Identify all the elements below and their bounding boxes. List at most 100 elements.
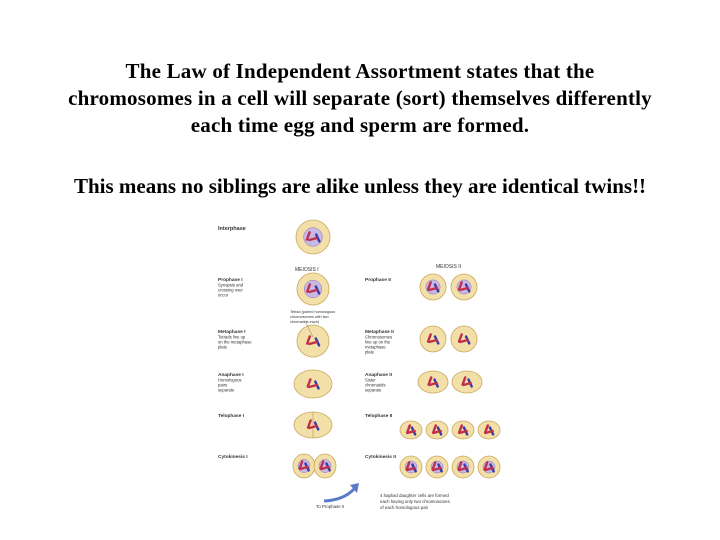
chromosome-icon [306, 378, 312, 388]
twins-note: This means no siblings are alike unless … [73, 174, 647, 198]
chromosome-icon [308, 340, 318, 346]
chromosome-icon [405, 424, 411, 434]
chromosome-icon [457, 461, 463, 471]
statement-line-1: The Law of Independent Assortment states… [125, 59, 595, 83]
meiosis-1-stage-label-1: Metaphase I [218, 329, 246, 335]
meiosis-1-stage-detail-1-2: plate [218, 345, 228, 350]
cytokinesis-2-cell-2 [451, 455, 475, 479]
return-arrow-icon [323, 487, 356, 503]
anaphase-2-cell-a [417, 370, 449, 394]
interphase-cell [295, 219, 331, 255]
cytokinesis-1-cell-b [313, 453, 337, 479]
meiosis-1-stage-label-0: Prophase I [218, 277, 243, 283]
metaphase-2-cell-b [450, 325, 478, 353]
chromosome-icon [427, 376, 433, 386]
arrow-head-icon [350, 483, 359, 493]
chromosome-icon [431, 424, 437, 434]
meiosis-2-stage-detail-1-2: metaphase [365, 345, 386, 350]
law-statement: The Law of Independent Assortment states… [0, 58, 720, 139]
chromosome-icon [308, 288, 318, 294]
svg-text:chromatids each): chromatids each) [290, 320, 320, 324]
chromosome-icon [431, 461, 437, 471]
chromosome-icon [306, 335, 312, 345]
chromosome-icon [483, 424, 489, 434]
prophase-2-cell-b [450, 273, 478, 301]
meiosis-1-stage-detail-1-0: Tetrads line up [218, 335, 246, 340]
chromosome-icon [428, 381, 438, 387]
svg-text:of each homologous pair: of each homologous pair [380, 505, 429, 510]
meiosis-1-stage-detail-0-1: crossing over [218, 288, 244, 293]
to-prophase-label: To Prophase II [316, 504, 344, 509]
chromosome-icon [457, 424, 463, 434]
chromosome-icon [319, 460, 325, 470]
telophase-2-cell-3 [477, 420, 501, 440]
callout-line [305, 322, 314, 338]
chromosome-icon [406, 429, 416, 435]
telophase-1-cell [293, 411, 333, 439]
meiosis-2-stage-detail-1-1: line up on the [365, 340, 391, 345]
tetrad-callout: Tetrad (paired homologous chromosomes wi… [290, 310, 335, 324]
svg-text:each having only two chromosom: each having only two chromosomes [380, 499, 451, 504]
meiosis-1-stage-label-4: Cytokinesis I [218, 454, 248, 460]
meiosis-2-stage-detail-2-2: separate [365, 388, 382, 393]
meiosis-2-stage-label-3: Telophase II [365, 413, 393, 419]
metaphase-2-cell-a [419, 325, 447, 353]
chromosome-icon [428, 338, 438, 344]
chromosome-icon [299, 465, 309, 471]
meiosis-2-stage-label-1: Metaphase II [365, 329, 394, 335]
meiosis-2-stage-detail-1-0: Chromosomes [365, 335, 392, 340]
chromosome-icon [457, 281, 463, 291]
svg-text:chromosomes with two: chromosomes with two [290, 315, 329, 319]
meiosis-1-stage-detail-2-1: pairs [218, 383, 227, 388]
meiosis-1-stage-detail-2-0: Homologous [218, 378, 242, 383]
statement-line-3: each time egg and sperm are formed. [190, 113, 530, 137]
chromosome-icon [457, 333, 463, 343]
chromosome-icon [308, 383, 318, 389]
meiosis-1-stage-detail-0-2: occur [218, 293, 229, 298]
cytokinesis-1-cell-a [292, 453, 316, 479]
meiosis-1-stage-detail-2-2: separate [218, 388, 235, 393]
anaphase-2-cell-b [451, 370, 483, 394]
svg-text:4 haploid daughter cells are f: 4 haploid daughter cells are formed [380, 493, 449, 498]
meiosis-2-stage-detail-2-1: chromatids [365, 383, 385, 388]
meiosis-1-stage-label-2: Anaphase I [218, 372, 244, 378]
chromosome-icon [461, 376, 467, 386]
chromosome-icon [432, 429, 442, 435]
telophase-2-cell-1 [425, 420, 449, 440]
chromosome-icon [458, 466, 468, 472]
anaphase-1-cell [293, 369, 333, 399]
metaphase-1-cell [296, 324, 330, 358]
caption: 4 haploid daughter cells are formed each… [380, 493, 451, 510]
meiosis-2-stage-detail-1-3: plate [365, 350, 375, 355]
meiosis-2-stage-label-2: Anaphase II [365, 372, 393, 378]
chromosome-icon [298, 460, 304, 470]
chromosome-icon [459, 286, 469, 292]
cytokinesis-2-cell-0 [399, 455, 423, 479]
meiosis-1-stage-detail-1-1: on the metaphase [218, 340, 252, 345]
chromosome-icon [458, 429, 468, 435]
chromosome-icon [405, 461, 411, 471]
meiosis-1-header: MEIOSIS I [295, 267, 319, 273]
meiosis-2-stage-label-0: Prophase II [365, 277, 392, 283]
cytokinesis-2-cell-1 [425, 455, 449, 479]
prophase-1-cell [296, 272, 330, 306]
statement-line-2: chromosomes in a cell will separate (sor… [68, 86, 652, 110]
chromosome-icon [459, 338, 469, 344]
meiosis-2-stage-detail-2-0: Sister [365, 378, 376, 383]
meiosis-1-stage-label-3: Telophase I [218, 413, 245, 419]
chromosome-icon [484, 466, 494, 472]
telophase-2-cell-2 [451, 420, 475, 440]
chromosome-icon [306, 419, 312, 429]
meiosis-2-stage-label-4: Cytokinesis II [365, 454, 397, 460]
chromosome-icon [306, 283, 312, 293]
chromosome-icon [462, 381, 472, 387]
chromosome-icon [308, 424, 318, 430]
chromosome-icon [305, 231, 311, 241]
telophase-2-cell-0 [399, 420, 423, 440]
chromosome-icon [484, 429, 494, 435]
cytokinesis-2-cell-3 [477, 455, 501, 479]
chromosome-icon [426, 333, 432, 343]
